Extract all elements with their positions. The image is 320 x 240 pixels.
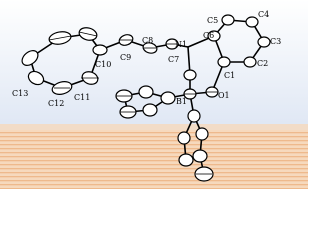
label-c7: C7: [168, 55, 179, 64]
atom-c3-ellipsoid: [257, 36, 271, 48]
ortep-diagram: C13 C12 C11 C10 C9 C8 N1 C7 C6 C5 C4 C3 …: [0, 0, 308, 189]
label-c6: C6: [203, 31, 214, 40]
horizon-band: [0, 124, 308, 132]
atom-c10-ellipsoid: [92, 44, 108, 56]
label-c1: C1: [224, 71, 235, 80]
atom-c23-ellipsoid: [138, 85, 154, 99]
atom-c20-ellipsoid: [192, 149, 208, 163]
atom-c13b-ellipsoid: [21, 50, 39, 66]
atom-c18-ellipsoid: [177, 131, 191, 145]
label-c10: C10: [95, 60, 111, 69]
atom-c16-ellipsoid: [187, 109, 201, 123]
label-c9: C9: [120, 53, 131, 62]
label-b1: B1: [176, 97, 187, 106]
ellipsoid-octant-lines: [48, 31, 218, 175]
molecular-structure-figure: C13 C12 C11 C10 C9 C8 N1 C7 C6 C5 C4 C3 …: [0, 0, 308, 189]
atom-c5-ellipsoid: [221, 14, 235, 26]
atom-c22-ellipsoid: [160, 91, 176, 105]
label-o1: O1: [218, 91, 230, 100]
atom-c2-ellipsoid: [243, 56, 257, 68]
label-c8: C8: [142, 36, 153, 45]
label-c4: C4: [258, 10, 269, 19]
atom-c13-ellipsoid: [27, 70, 45, 86]
atom-c26-ellipsoid: [142, 103, 158, 117]
atom-c19-ellipsoid: [178, 153, 194, 167]
atom-labels: C13 C12 C11 C10 C9 C8 N1 C7 C6 C5 C4 C3 …: [12, 10, 281, 108]
label-c3: C3: [270, 37, 281, 46]
atom-c1-ellipsoid: [217, 56, 231, 68]
atom-c6-ellipsoid: [207, 30, 221, 42]
label-c12: C12: [48, 99, 64, 108]
label-c2: C2: [257, 59, 268, 68]
label-n1: N1: [175, 40, 187, 49]
label-c11: C11: [74, 93, 90, 102]
striped-ground: [0, 130, 308, 189]
label-c13: C13: [12, 89, 28, 98]
label-c5: C5: [207, 16, 218, 25]
atom-c17-ellipsoid: [195, 127, 209, 141]
atom-c7-ellipsoid: [183, 69, 197, 81]
atom-c4-ellipsoid: [245, 16, 259, 28]
